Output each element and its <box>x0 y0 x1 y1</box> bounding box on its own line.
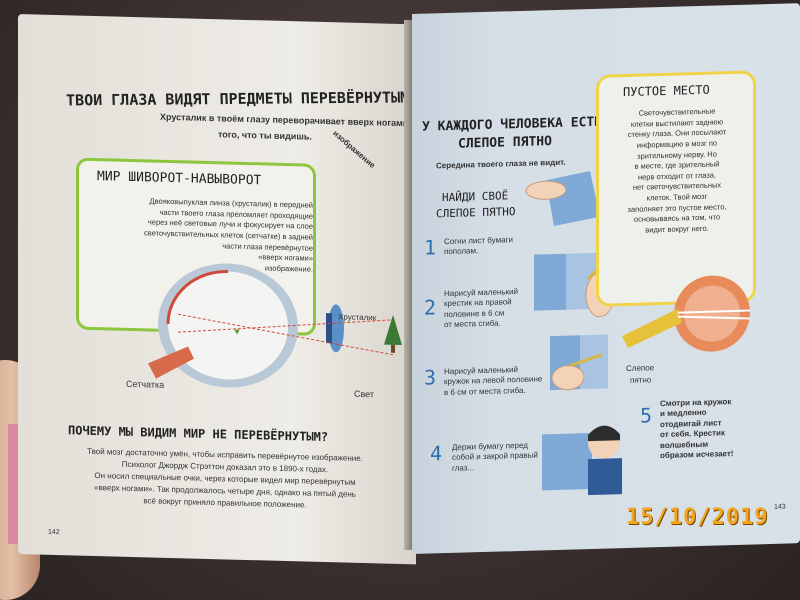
label-blind-spot-2: пятно <box>630 375 652 385</box>
page-number-right: 143 <box>774 503 786 511</box>
left-page-subtitle-3: изображение <box>331 128 377 170</box>
page-number-left: 142 <box>48 528 60 537</box>
eye-interior <box>168 271 288 380</box>
left-page-subtitle-2: того, что ты видишь. <box>218 129 312 142</box>
tree-icon <box>384 314 402 346</box>
step-line: в 6 см от места сгиба. <box>444 385 526 397</box>
step-2-text: Нарисуй маленький крестик на правой поло… <box>444 287 518 331</box>
light-ray <box>677 315 751 320</box>
empty-place-title: Пустое место <box>623 82 710 100</box>
step-1-text: Согни лист бумаги пополам. <box>444 235 513 258</box>
light-ray <box>177 319 394 333</box>
hand <box>551 365 585 391</box>
tree-trunk <box>391 344 395 353</box>
find-title-2: слепое пятно <box>436 205 516 221</box>
shirt <box>588 458 622 496</box>
step-line: глаз... <box>452 463 475 473</box>
step-4-number: 4 <box>430 441 443 466</box>
step-line: от места сгиба. <box>444 318 501 330</box>
label-blind-spot-1: Слепое <box>626 363 655 374</box>
step-line: пополам. <box>444 246 479 257</box>
left-page-subtitle-1: Хрусталик в твоём глазу переворачивает в… <box>160 111 409 129</box>
person-reading-illustration <box>542 425 622 496</box>
step-5-number: 5 <box>640 403 653 428</box>
label-retina: Сетчатка <box>126 378 165 390</box>
label-light: Свет <box>354 388 375 400</box>
paper <box>542 432 592 491</box>
step-line: от себя. Крестик <box>660 428 725 440</box>
right-page-title-2: слепое пятно <box>458 134 552 152</box>
folding-paper-illustration <box>525 171 600 227</box>
step-5-text: Смотри на кружок и медленно отодвигай ли… <box>660 397 733 461</box>
label-lens: Хрусталик <box>338 312 377 323</box>
eye-interior <box>684 285 740 342</box>
step-line: образом исчезает! <box>660 448 734 461</box>
paper-right <box>580 334 608 390</box>
step-3-text: Нарисуй маленький кружок на левой полови… <box>444 364 542 398</box>
right-page: У каждого человека есть слепое пятно Сер… <box>412 3 800 555</box>
optic-nerve <box>622 308 682 348</box>
inverted-world-title: Мир шиворот-навыворот <box>97 169 262 189</box>
paper-left <box>534 253 566 311</box>
iris <box>326 313 332 344</box>
inverted-tree-icon: ⯆ <box>233 328 241 339</box>
hair <box>588 425 620 442</box>
step-1-number: 1 <box>424 235 437 260</box>
left-page: Твои глаза видят предметы перевёрнутыми … <box>18 14 416 565</box>
light-ray <box>678 309 750 314</box>
optic-nerve <box>148 346 194 379</box>
answer-text: Твой мозг достаточно умён, чтобы исправи… <box>48 445 402 514</box>
eye-diagram: ⯆ <box>148 263 402 388</box>
open-book: Твои глаза видят предметы перевёрнутыми … <box>8 3 800 565</box>
hand <box>525 180 567 200</box>
step-2-number: 2 <box>424 295 437 320</box>
retina-line <box>166 269 229 324</box>
step-3-number: 3 <box>424 365 437 390</box>
find-title-1: Найди своё <box>442 189 509 205</box>
step-4-text: Держи бумагу перед собой и закрой правый… <box>452 440 538 474</box>
date-stamp: 15/10/2019 <box>626 505 769 530</box>
right-page-title-1: У каждого человека есть <box>422 114 603 135</box>
blind-spot-eye-diagram <box>622 275 751 352</box>
light-ray <box>177 313 394 356</box>
draw-circle-illustration <box>550 334 608 391</box>
left-page-title: Твои глаза видят предметы перевёрнутыми <box>65 88 416 110</box>
empty-place-text: Светочувствительные клетки выстилают зад… <box>605 106 749 238</box>
step-line: крестик на правой <box>444 297 512 309</box>
question-heading: Почему мы видим мир не перевёрнутым? <box>68 423 329 445</box>
